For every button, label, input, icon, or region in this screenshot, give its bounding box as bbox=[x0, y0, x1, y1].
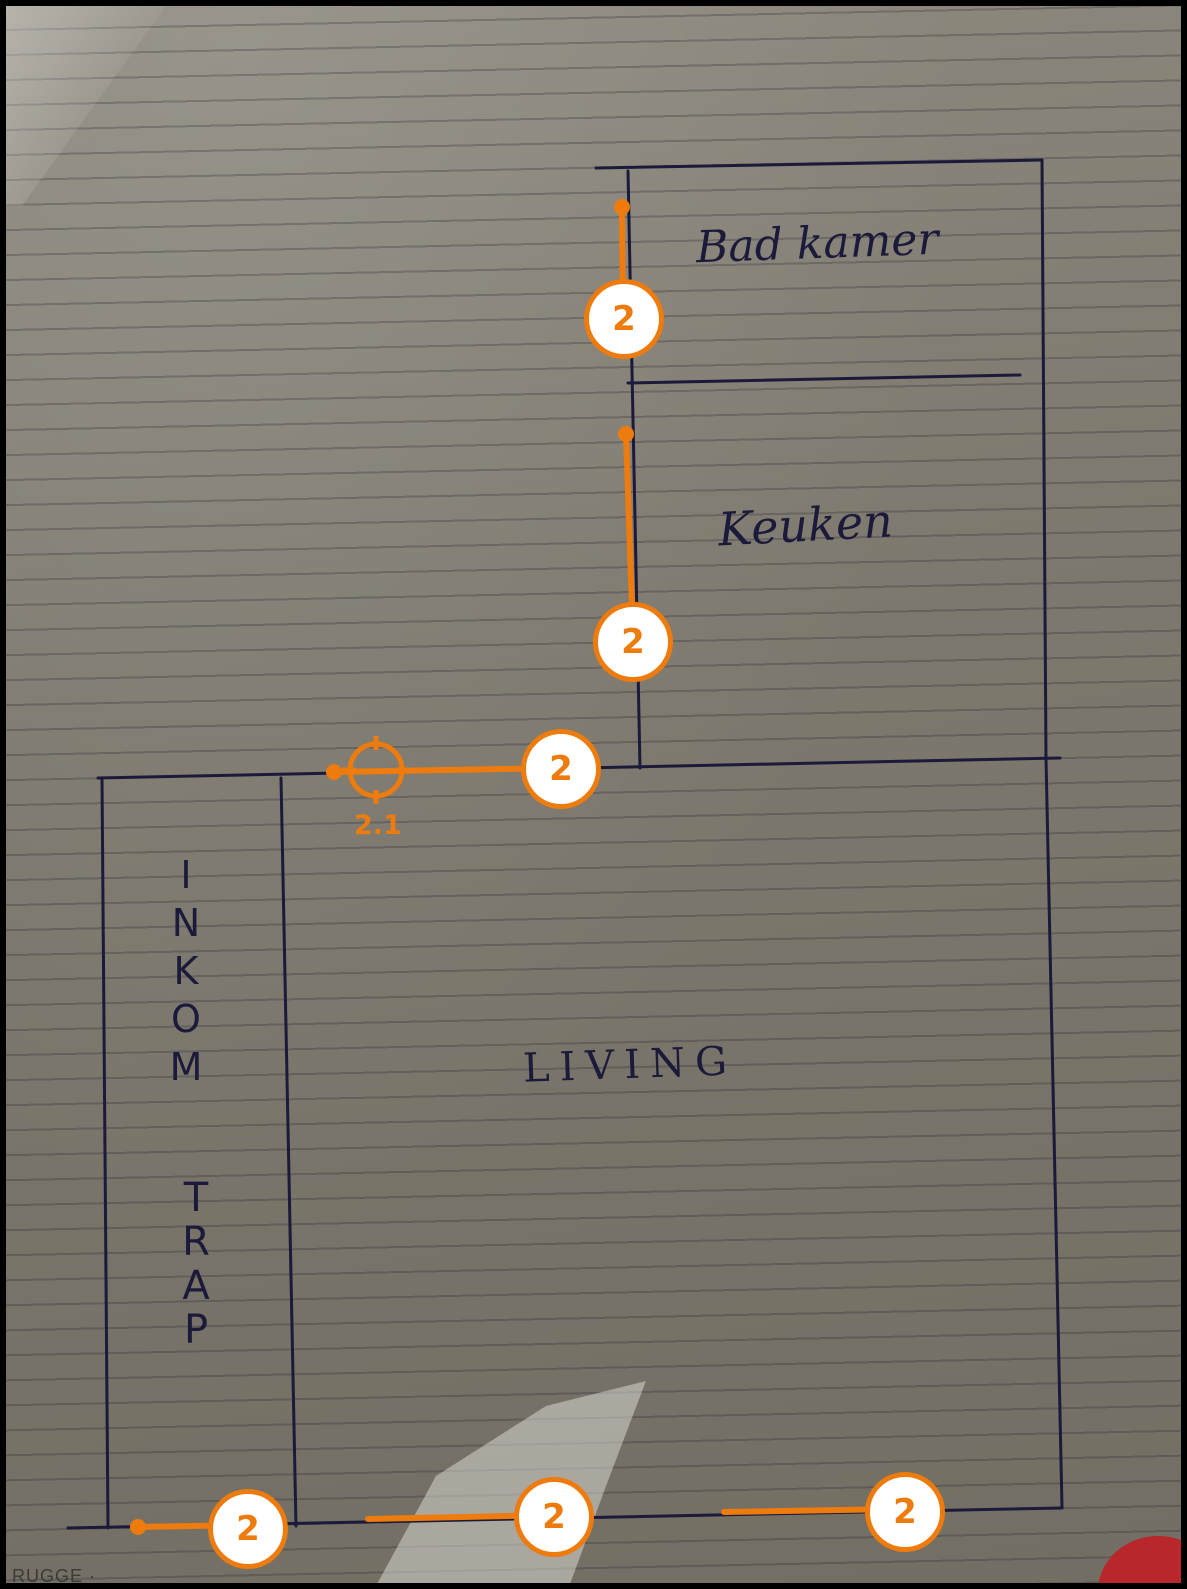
wall-right-upper bbox=[1040, 158, 1048, 760]
measurement-badge-bottom-right[interactable]: 2 bbox=[865, 1472, 945, 1552]
notebook-paper bbox=[6, 6, 1181, 1583]
crosshair-label: 2.1 bbox=[354, 810, 402, 841]
entrance-letter: O bbox=[171, 997, 201, 1041]
wall-top bbox=[594, 158, 1044, 170]
wall-right-lower bbox=[1044, 756, 1064, 1510]
wall-bedroom-kitchen bbox=[626, 373, 1022, 385]
measurement-badge-bottom-mid[interactable]: 2 bbox=[514, 1477, 594, 1557]
room-label-living: LIVING bbox=[522, 1038, 738, 1092]
stairs-letter: R bbox=[182, 1219, 210, 1265]
measure-dot-bedroom bbox=[614, 199, 630, 215]
entrance-letter: N bbox=[171, 901, 201, 945]
stairs-letter: A bbox=[182, 1263, 210, 1309]
measure-dot-living-top bbox=[326, 764, 342, 780]
measurement-badge-living-top[interactable]: 2 bbox=[521, 729, 601, 809]
entrance-letter: M bbox=[169, 1045, 203, 1089]
wall-entrance-divider bbox=[279, 776, 298, 1528]
measurement-badge-bedroom[interactable]: 2 bbox=[584, 279, 664, 359]
measurement-lines bbox=[130, 199, 903, 1535]
measure-dot-kitchen bbox=[618, 426, 634, 442]
room-label-entrance: I N K O M bbox=[156, 851, 216, 1091]
measure-line-living-top bbox=[331, 765, 561, 775]
entrance-letter: I bbox=[180, 853, 192, 897]
notebook-brand-text: RUGGE · bbox=[12, 1566, 97, 1586]
room-label-stairs: T R A P bbox=[166, 1176, 226, 1352]
stairs-letter: T bbox=[183, 1175, 209, 1221]
room-label-kitchen: Keuken bbox=[716, 493, 894, 557]
stairs-letter: P bbox=[183, 1307, 209, 1353]
entrance-letter: K bbox=[173, 949, 199, 993]
measure-dot-bottom-left bbox=[130, 1519, 146, 1535]
crosshair-icon[interactable] bbox=[342, 736, 410, 804]
room-label-bedroom: Bad kamer bbox=[695, 213, 940, 274]
ruled-lines bbox=[6, 6, 1181, 1583]
measurement-badge-kitchen[interactable]: 2 bbox=[593, 602, 673, 682]
wall-left-outer bbox=[100, 776, 110, 1530]
light-glare-bottom bbox=[377, 1381, 646, 1583]
measurement-badge-bottom-left[interactable]: 2 bbox=[208, 1489, 288, 1569]
